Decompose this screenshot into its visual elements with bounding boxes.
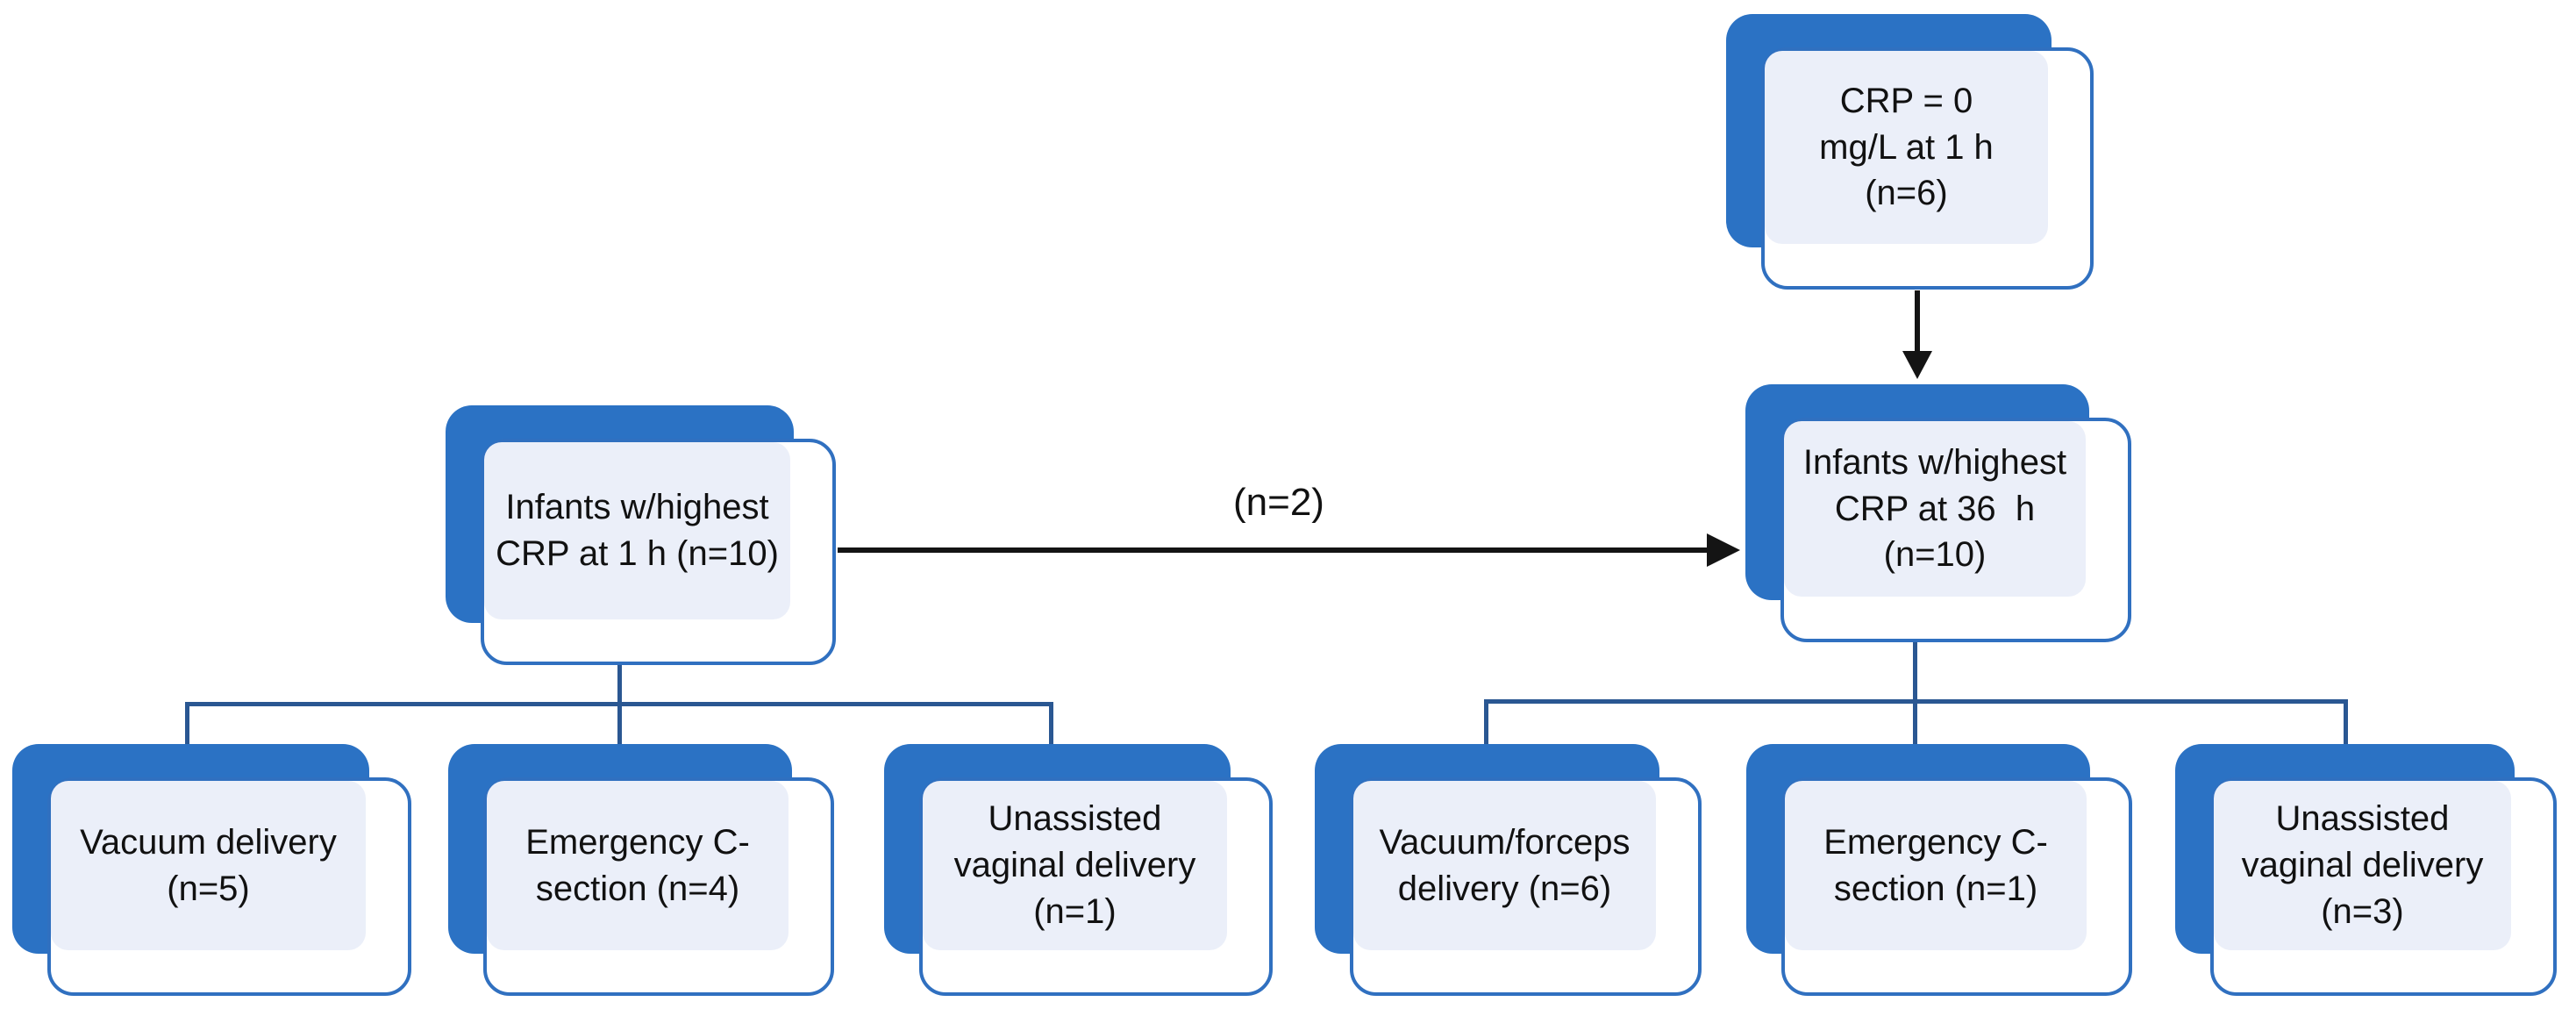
node-card-fill: Infants w/highest CRP at 36 h (n=10) (1784, 421, 2086, 597)
node-card-fill: Emergency C- section (n=1) (1785, 781, 2087, 950)
node-label: Vacuum delivery (n=5) (80, 822, 337, 908)
arrow-1h-to-36h-head (1707, 533, 1740, 567)
node-left-unassisted-vaginal: Unassisted vaginal delivery (n=1) (884, 744, 1273, 996)
node-right-vacuum-forceps: Vacuum/forceps delivery (n=6) (1315, 744, 1702, 996)
arrow-1h-to-36h-line (838, 547, 1708, 553)
connector-right-parent-drop (1913, 642, 1917, 744)
node-label: Vacuum/forceps delivery (n=6) (1379, 822, 1631, 908)
node-highest-crp-1h: Infants w/highest CRP at 1 h (n=10) (446, 405, 836, 665)
node-card-fill: Emergency C- section (n=4) (487, 781, 788, 950)
node-card-fill: Unassisted vaginal delivery (n=1) (923, 781, 1227, 950)
node-card-fill: Unassisted vaginal delivery (n=3) (2214, 781, 2511, 950)
node-label: Infants w/highest CRP at 1 h (n=10) (496, 488, 779, 573)
node-crp-zero-1h: CRP = 0 mg/L at 1 h (n=6) (1726, 14, 2094, 290)
node-right-emergency-csection: Emergency C- section (n=1) (1746, 744, 2132, 996)
node-card-fill: CRP = 0 mg/L at 1 h (n=6) (1765, 51, 2048, 244)
connector-right-horizontal (1484, 699, 2348, 704)
connector-right-drop-3 (2344, 699, 2348, 744)
node-label: CRP = 0 mg/L at 1 h (n=6) (1819, 81, 1994, 213)
connector-left-drop-3 (1049, 702, 1053, 744)
node-highest-crp-36h: Infants w/highest CRP at 36 h (n=10) (1745, 384, 2131, 642)
node-label: Emergency C- section (n=4) (525, 822, 750, 908)
connector-left-horizontal (185, 702, 1053, 706)
node-left-vacuum-delivery: Vacuum delivery (n=5) (12, 744, 411, 996)
node-label: Unassisted vaginal delivery (n=3) (2241, 799, 2484, 931)
node-label: Infants w/highest CRP at 36 h (n=10) (1802, 442, 2067, 575)
arrow-crp0-to-36h-line (1915, 290, 1920, 354)
node-label: Emergency C- section (n=1) (1823, 822, 2048, 908)
connector-left-drop-1 (185, 702, 189, 744)
node-left-emergency-csection: Emergency C- section (n=4) (448, 744, 834, 996)
node-right-unassisted-vaginal: Unassisted vaginal delivery (n=3) (2175, 744, 2557, 996)
node-label: Unassisted vaginal delivery (n=1) (953, 799, 1196, 931)
connector-right-drop-1 (1484, 699, 1488, 744)
edge-label-n2: (n=2) (1233, 481, 1324, 524)
arrow-crp0-to-36h-head (1902, 351, 1932, 379)
node-card-fill: Vacuum/forceps delivery (n=6) (1353, 781, 1656, 950)
node-card-fill: Vacuum delivery (n=5) (51, 781, 366, 950)
node-card-fill: Infants w/highest CRP at 1 h (n=10) (484, 442, 790, 619)
